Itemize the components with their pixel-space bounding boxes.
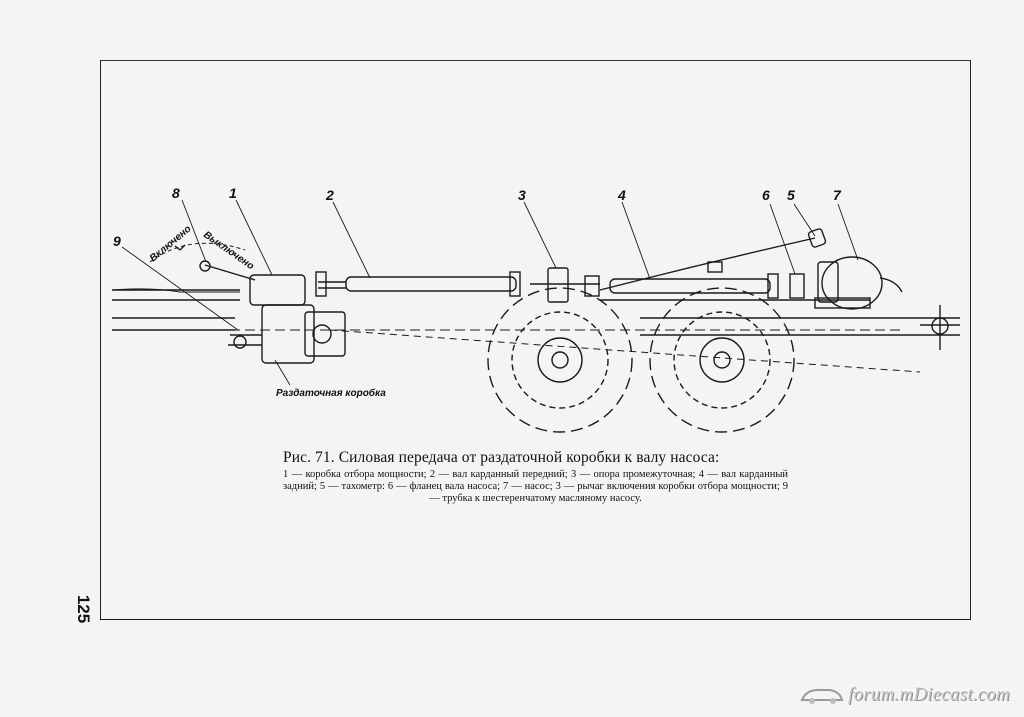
frame-rail-rear [600, 299, 960, 336]
tachometer-cable [599, 237, 816, 291]
transfer-box-body [261, 304, 315, 364]
pump-body [821, 256, 883, 310]
callout-7: 7 [833, 187, 842, 203]
dashed-line [329, 329, 921, 373]
frame-rail [112, 289, 240, 331]
rear-wheel-back [649, 287, 795, 433]
callout-5: 5 [787, 187, 795, 203]
car-logo-icon [800, 689, 844, 704]
figure-caption: Рис. 71. Силовая передача от раздаточной… [283, 450, 788, 505]
shaft-rear [609, 278, 771, 294]
watermark: forum.mDiecast.com [800, 680, 1020, 710]
callout-4: 4 [617, 187, 626, 203]
callout-9: 9 [113, 233, 121, 249]
label-on: Включено [148, 224, 194, 265]
engage-lever [204, 264, 256, 281]
label-transfer-box: Раздаточная коробка [276, 387, 386, 399]
callout-2: 2 [325, 187, 334, 203]
intermediate-support [547, 267, 569, 303]
callout-8: 8 [172, 185, 180, 201]
page-number: 125 [74, 594, 93, 624]
callout-6: 6 [762, 187, 770, 203]
watermark-text: forum.mDiecast.com [848, 684, 1010, 705]
caption-title: Рис. 71. Силовая передача от раздаточной… [283, 449, 720, 466]
shaft-front [345, 276, 517, 292]
callout-1: 1 [229, 185, 237, 201]
rear-wheel-front [487, 287, 633, 433]
caption-legend: 1 — коробка отбора мощности; 2 — вал кар… [283, 468, 788, 504]
page-frame [100, 60, 971, 620]
callout-3: 3 [518, 187, 526, 203]
